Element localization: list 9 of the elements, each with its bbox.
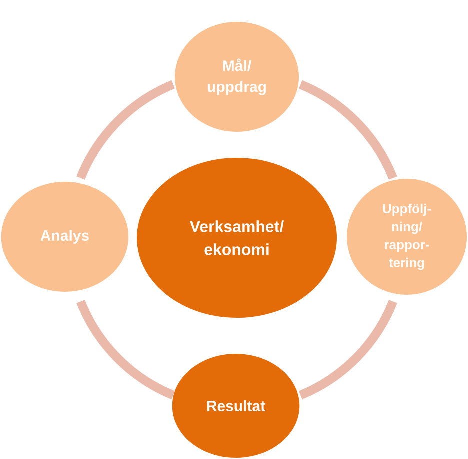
ellipse-node: Verksamhet/ ekonomi: [137, 158, 337, 318]
ring-arc: [298, 80, 398, 180]
ring-arc: [298, 300, 398, 400]
ellipse-node: Analys: [1, 182, 129, 292]
ellipse-node: Uppfölj- ning/ rappor- tering: [347, 179, 467, 295]
ring-arc: [76, 300, 176, 400]
ring-arc: [76, 80, 176, 180]
ellipse-node: Mål/ uppdrag: [175, 22, 299, 132]
ellipse-node: Resultat: [172, 354, 300, 458]
